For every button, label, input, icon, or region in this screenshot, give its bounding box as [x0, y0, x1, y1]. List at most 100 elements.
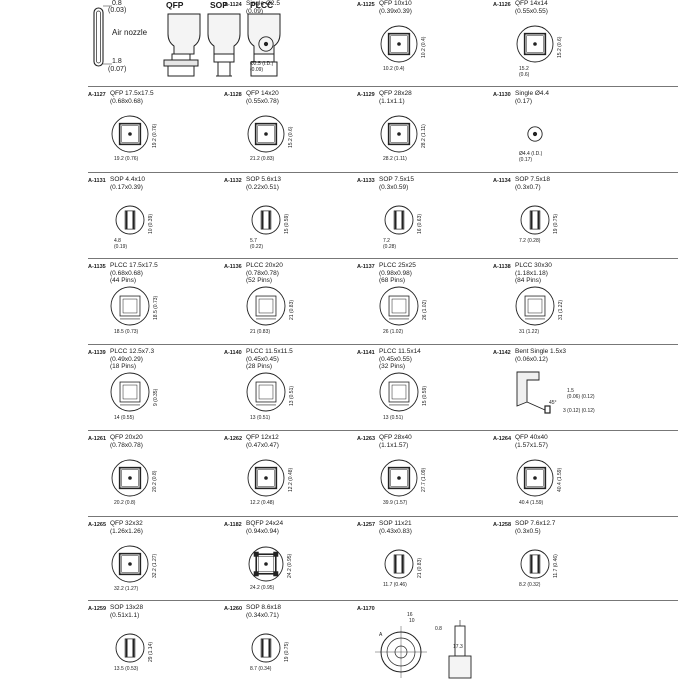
nozzle-description-line: (1.18x1.18) [515, 269, 548, 277]
nozzle-description-line: Single Ø4.4 [515, 90, 549, 97]
sop-nozzle-symbol [520, 205, 550, 235]
nozzle-drawing [111, 459, 149, 497]
nozzle-description: PLCC 12.5x7.3(0.49x0.29)(18 Pins) [110, 348, 154, 371]
nozzle-description: PLCC 17.5x17.5(0.68x0.68)(44 Pins) [110, 262, 158, 285]
nozzle-drawing [379, 372, 419, 412]
nozzle-description: QFP 20x20(0.78x0.78) [110, 434, 143, 449]
nozzle-description-line: (0.06x0.12) [515, 355, 548, 363]
nozzle-vertical-dimension: 9 (0.35) [153, 388, 159, 406]
nozzle-dimension: 26 (1.02) [383, 329, 404, 335]
nozzle-drawing [246, 286, 286, 326]
nozzle-vertical-dimension: 21 (0.83) [417, 557, 423, 578]
nozzle-description: QFP 17.5x17.5(0.68x0.68) [110, 90, 154, 105]
nozzle-dimension: 45° [549, 400, 557, 406]
nozzle-vertical-dimension: 18.5 (0.73) [153, 295, 159, 320]
round-nozzle-symbol [258, 36, 274, 52]
nozzle-description: QFP 40x40(1.57x1.57) [515, 434, 548, 449]
nozzle-description: Single Ø2.5(0.09) [246, 0, 280, 15]
nozzle-drawing [247, 459, 285, 497]
nozzle-description-line: QFP 10x10 [379, 0, 412, 7]
nozzle-drawing [527, 126, 543, 142]
nozzle-vertical-dimension: 40.4 (1.59) [557, 467, 563, 492]
nozzle-description-line: (0.78x0.78) [110, 441, 143, 449]
nozzle-dimension: 24.2 (0.95) [250, 585, 275, 591]
square-nozzle-symbol [516, 25, 554, 63]
nozzle-dimension: Ø2.5 (I.D.) [250, 61, 274, 67]
nozzle-dimension: 5.7 [250, 238, 257, 244]
nozzle-drawing [251, 205, 281, 235]
nozzle-vertical-dimension: 10 (0.39) [148, 213, 154, 234]
nozzle-description: QFP 28x40(1.1x1.57) [379, 434, 412, 449]
nozzle-description-line: (68 Pins) [379, 277, 406, 284]
nozzle-drawing [379, 286, 419, 326]
nozzle-description: Single Ø4.4(0.17) [515, 90, 549, 105]
nozzle-styles-drawing [163, 13, 281, 77]
nozzle-description-line: PLCC 30x30 [515, 262, 552, 269]
nozzle-description-line: SOP 7.5x18 [515, 176, 550, 183]
nozzle-vertical-dimension: 15.2 (0.6) [557, 36, 563, 58]
special-nozzle-symbol [375, 620, 472, 679]
nozzle-dimension: 13.5 (0.53) [114, 666, 139, 672]
nozzle-dimension: 10.2 (0.4) [383, 66, 405, 72]
nozzle-description: QFP 12x12(0.47x0.47) [246, 434, 279, 449]
nozzle-description: QFP 14x20(0.55x0.78) [246, 90, 279, 105]
nozzle-code: A-1257 [357, 522, 376, 528]
nozzle-drawing [384, 549, 414, 579]
nozzle-description-line: (0.49x0.29) [110, 355, 143, 363]
nozzle-vertical-dimension: 26 (1.02) [422, 299, 428, 320]
nozzle-drawing [515, 286, 555, 326]
nozzle-drawing [248, 546, 284, 582]
nozzle-dimension: (0.28) [383, 244, 397, 250]
nozzle-dimension: 7.2 (0.28) [519, 238, 541, 244]
nozzle-dimension: (0.22) [250, 244, 264, 250]
nozzle-description: SOP 11x21(0.43x0.83) [379, 520, 412, 535]
nozzle-vertical-dimension: 16 (0.63) [417, 213, 423, 234]
nozzle-description-line: (1.57x1.57) [515, 441, 548, 449]
square-nozzle-symbol [380, 115, 418, 153]
nozzle-dimension: 39.9 (1.57) [383, 500, 408, 506]
nozzle-code: A-1261 [88, 436, 107, 442]
nozzle-vertical-dimension: 19.2 (0.76) [152, 123, 158, 148]
nozzle-code: A-1135 [88, 264, 106, 270]
nozzle-description-line: (1.1x1.57) [379, 441, 409, 449]
nozzle-vertical-dimension: 24.2 (0.95) [287, 553, 293, 578]
nozzle-description-line: BQFP 24x24 [246, 520, 284, 527]
nozzle-code: A-1138 [493, 264, 511, 270]
nozzle-description-line: PLCC 11.5x14 [379, 348, 421, 355]
nozzle-description: PLCC 25x25(0.98x0.98)(68 Pins) [379, 262, 416, 285]
nozzle-description-line: (0.68x0.68) [110, 269, 143, 277]
nozzle-description-line: Bent Single 1.5x3 [515, 348, 566, 355]
nozzle-vertical-dimension: 12.2 (0.48) [288, 467, 294, 492]
nozzle-code: A-1129 [357, 92, 375, 98]
nozzle-code: A-1182 [224, 522, 242, 528]
nozzle-description-line: SOP 13x28 [110, 604, 144, 611]
nozzle-code: A-1142 [493, 350, 511, 356]
nozzle-description-line: QFP 40x40 [515, 434, 548, 441]
nozzle-description-line: PLCC 17.5x17.5 [110, 262, 158, 269]
nozzle-code: A-1127 [88, 92, 106, 98]
nozzle-vertical-dimension: 31 (1.22) [558, 299, 564, 320]
nozzle-description-line: PLCC 11.5x11.5 [246, 348, 293, 355]
nozzle-description-line: (0.3x0.5) [515, 527, 541, 535]
style-label-qfp: QFP [166, 0, 184, 10]
air-nozzle-bottom-dim-in: (0.07) [108, 66, 127, 73]
nozzle-drawing [380, 25, 418, 63]
nozzle-vertical-dimension: 13 (0.51) [289, 385, 295, 406]
nozzle-code: A-1263 [357, 436, 376, 442]
nozzle-code: A-1130 [493, 92, 511, 98]
nozzle-drawing [520, 549, 550, 579]
nozzle-dimension: 20.2 (0.8) [114, 500, 136, 506]
row-divider [88, 172, 678, 173]
nozzle-dimension: (0.17) [519, 157, 533, 163]
